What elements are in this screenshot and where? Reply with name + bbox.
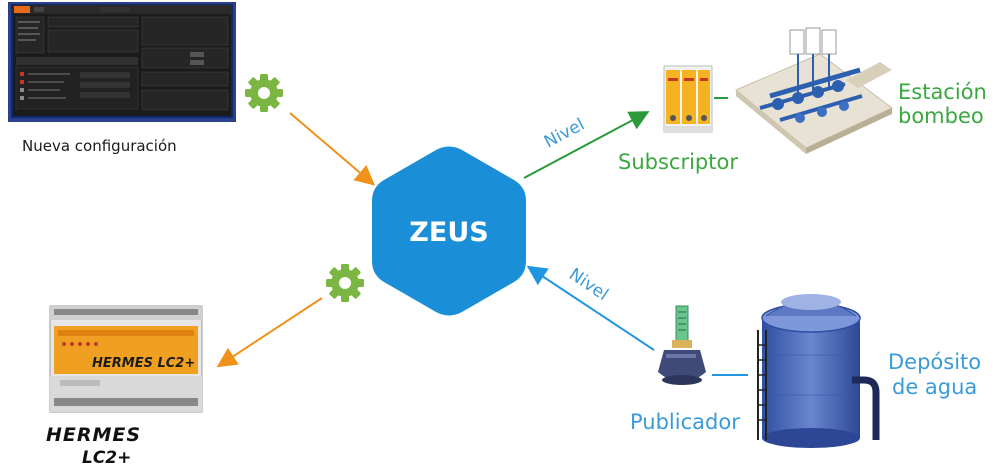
publicador-label: Publicador [630, 410, 740, 434]
estacion-label-line2: bombeo [898, 104, 984, 128]
hermes-device-image: HERMES LC2+ [49, 305, 203, 413]
arrow-publicador-to-zeus [526, 265, 655, 351]
arrow-zeus-to-subscriptor [523, 111, 650, 179]
water-tank-image [757, 294, 880, 448]
config-label: Nueva configuración [22, 137, 177, 155]
deposito-label-line2: de agua [892, 375, 978, 399]
subscriptor-label: Subscriptor [618, 150, 738, 174]
pumping-station-image [735, 27, 893, 154]
gear-icon [326, 264, 364, 302]
config-screen-image [8, 2, 236, 122]
zeus-hub-hexagon [372, 146, 526, 316]
arrow-config-to-zeus [289, 112, 376, 186]
deposito-label-line1: Depósito [888, 350, 982, 374]
hermes-device-text: HERMES LC2+ [92, 356, 195, 371]
publicador-sensor-image [658, 305, 706, 385]
estacion-label-line1: Estación [898, 80, 987, 104]
hermes-label-line1: HERMES [46, 424, 142, 446]
gear-icon [245, 74, 283, 112]
subscriptor-device-image [663, 65, 713, 133]
edge-label-nivel-bottom: Nivel [565, 265, 612, 305]
hub-label: ZEUS [409, 217, 488, 248]
hermes-label-line2: LC2+ [82, 448, 132, 468]
arrow-zeus-to-hermes [216, 297, 323, 368]
